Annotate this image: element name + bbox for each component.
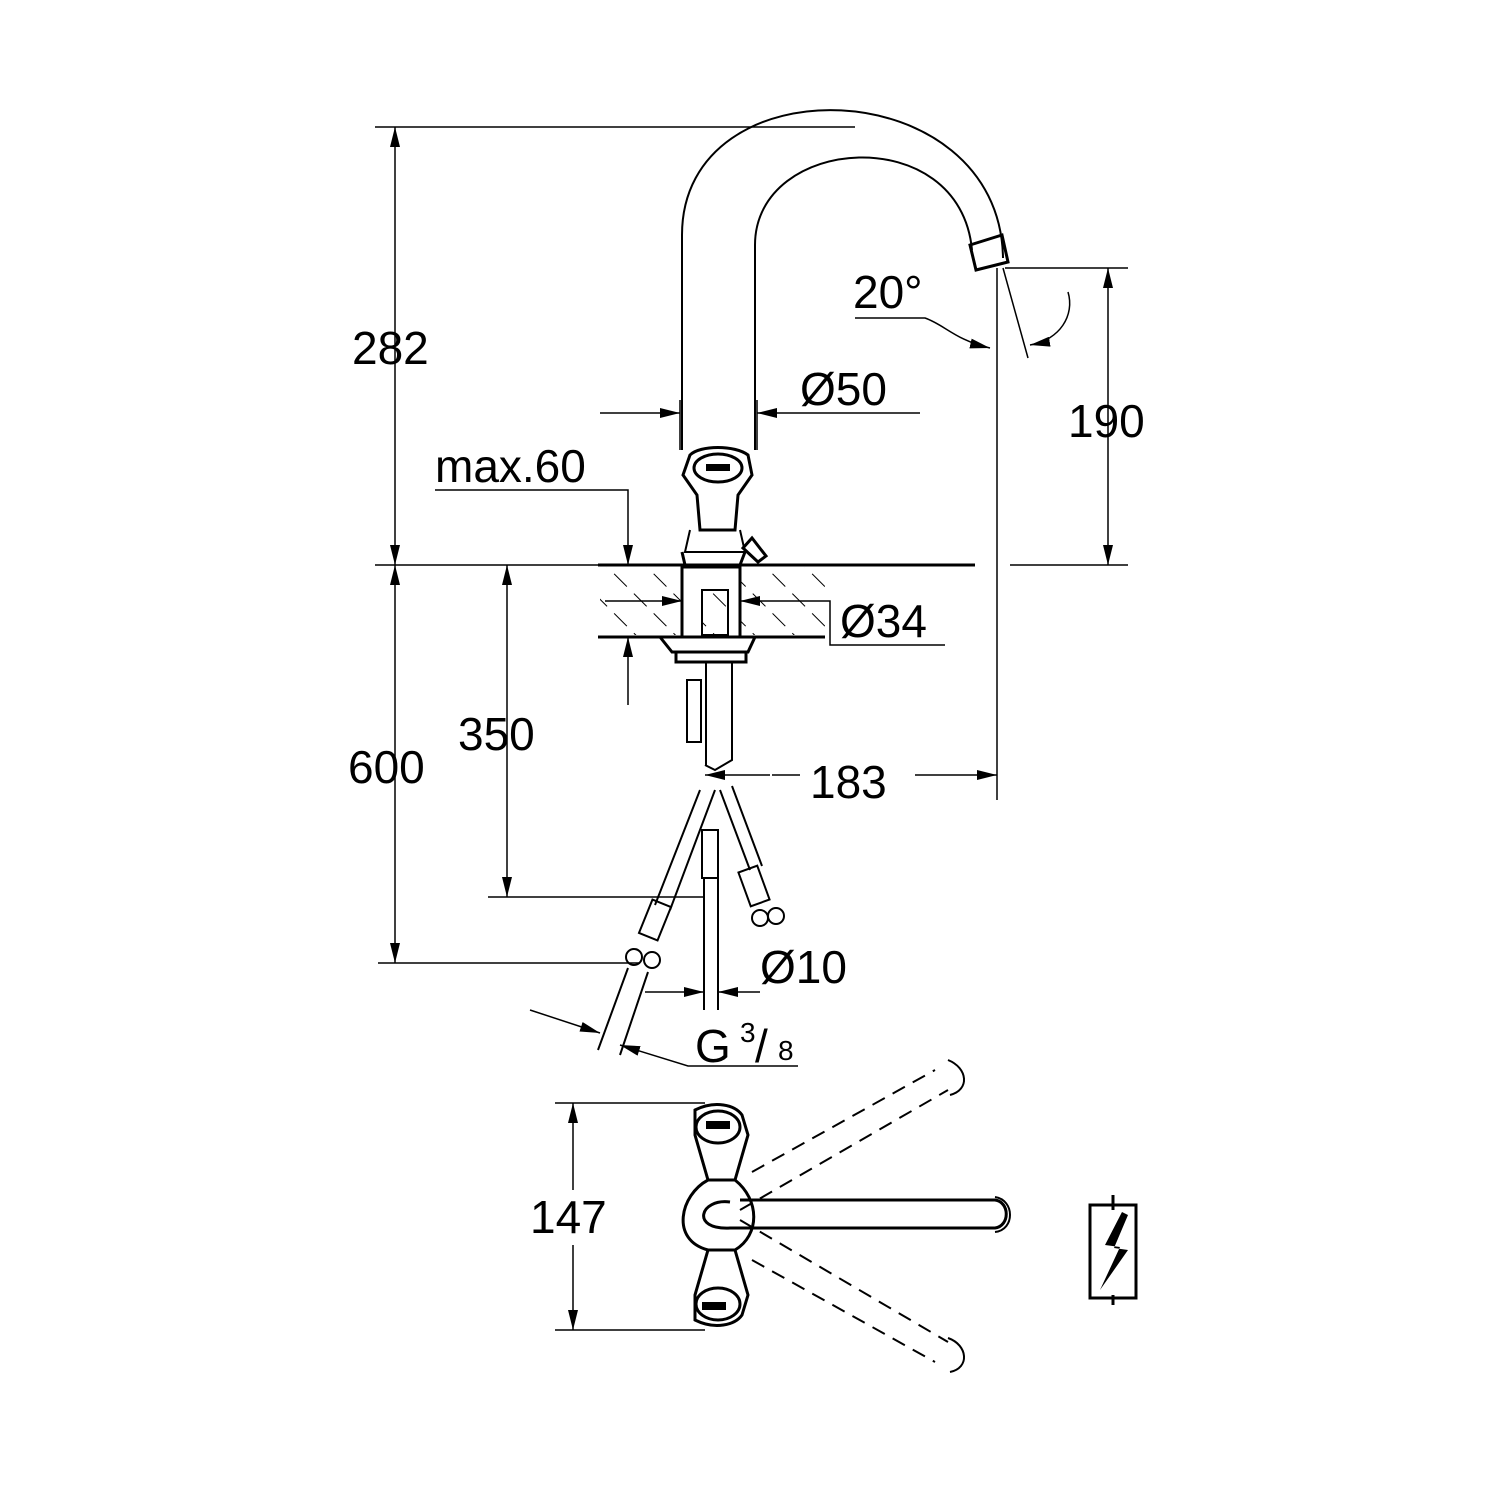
dim-282: 282 <box>352 322 429 374</box>
spout-outer <box>681 109 1004 450</box>
handle <box>681 446 754 532</box>
dim-thread-numerator: 3 <box>740 1017 756 1048</box>
handle-cap <box>692 452 744 484</box>
aerator <box>968 233 1010 272</box>
dim-d10: Ø10 <box>760 941 847 993</box>
dim-350: 350 <box>458 708 535 760</box>
dim-20-degrees: 20° <box>853 266 923 318</box>
supply-hoses <box>597 785 785 1056</box>
dim-600: 600 <box>348 741 425 793</box>
faucet-top-view <box>681 1059 1011 1373</box>
lightning-bolt-icon <box>1088 1195 1138 1305</box>
dim-max60: max.60 <box>435 440 586 492</box>
faucet-side-view <box>597 109 1010 1056</box>
dim-thread-slash: / <box>755 1020 768 1072</box>
dim-183: 183 <box>810 756 887 808</box>
dim-d50: Ø50 <box>800 363 887 415</box>
dim-147: 147 <box>530 1191 607 1243</box>
dim-thread-denominator: 8 <box>778 1035 794 1066</box>
dim-thread-g: G <box>695 1020 731 1072</box>
dim-190: 190 <box>1068 395 1145 447</box>
dimension-lines <box>375 126 1128 1331</box>
dim-d34: Ø34 <box>840 595 927 647</box>
spout-inner <box>754 156 973 450</box>
